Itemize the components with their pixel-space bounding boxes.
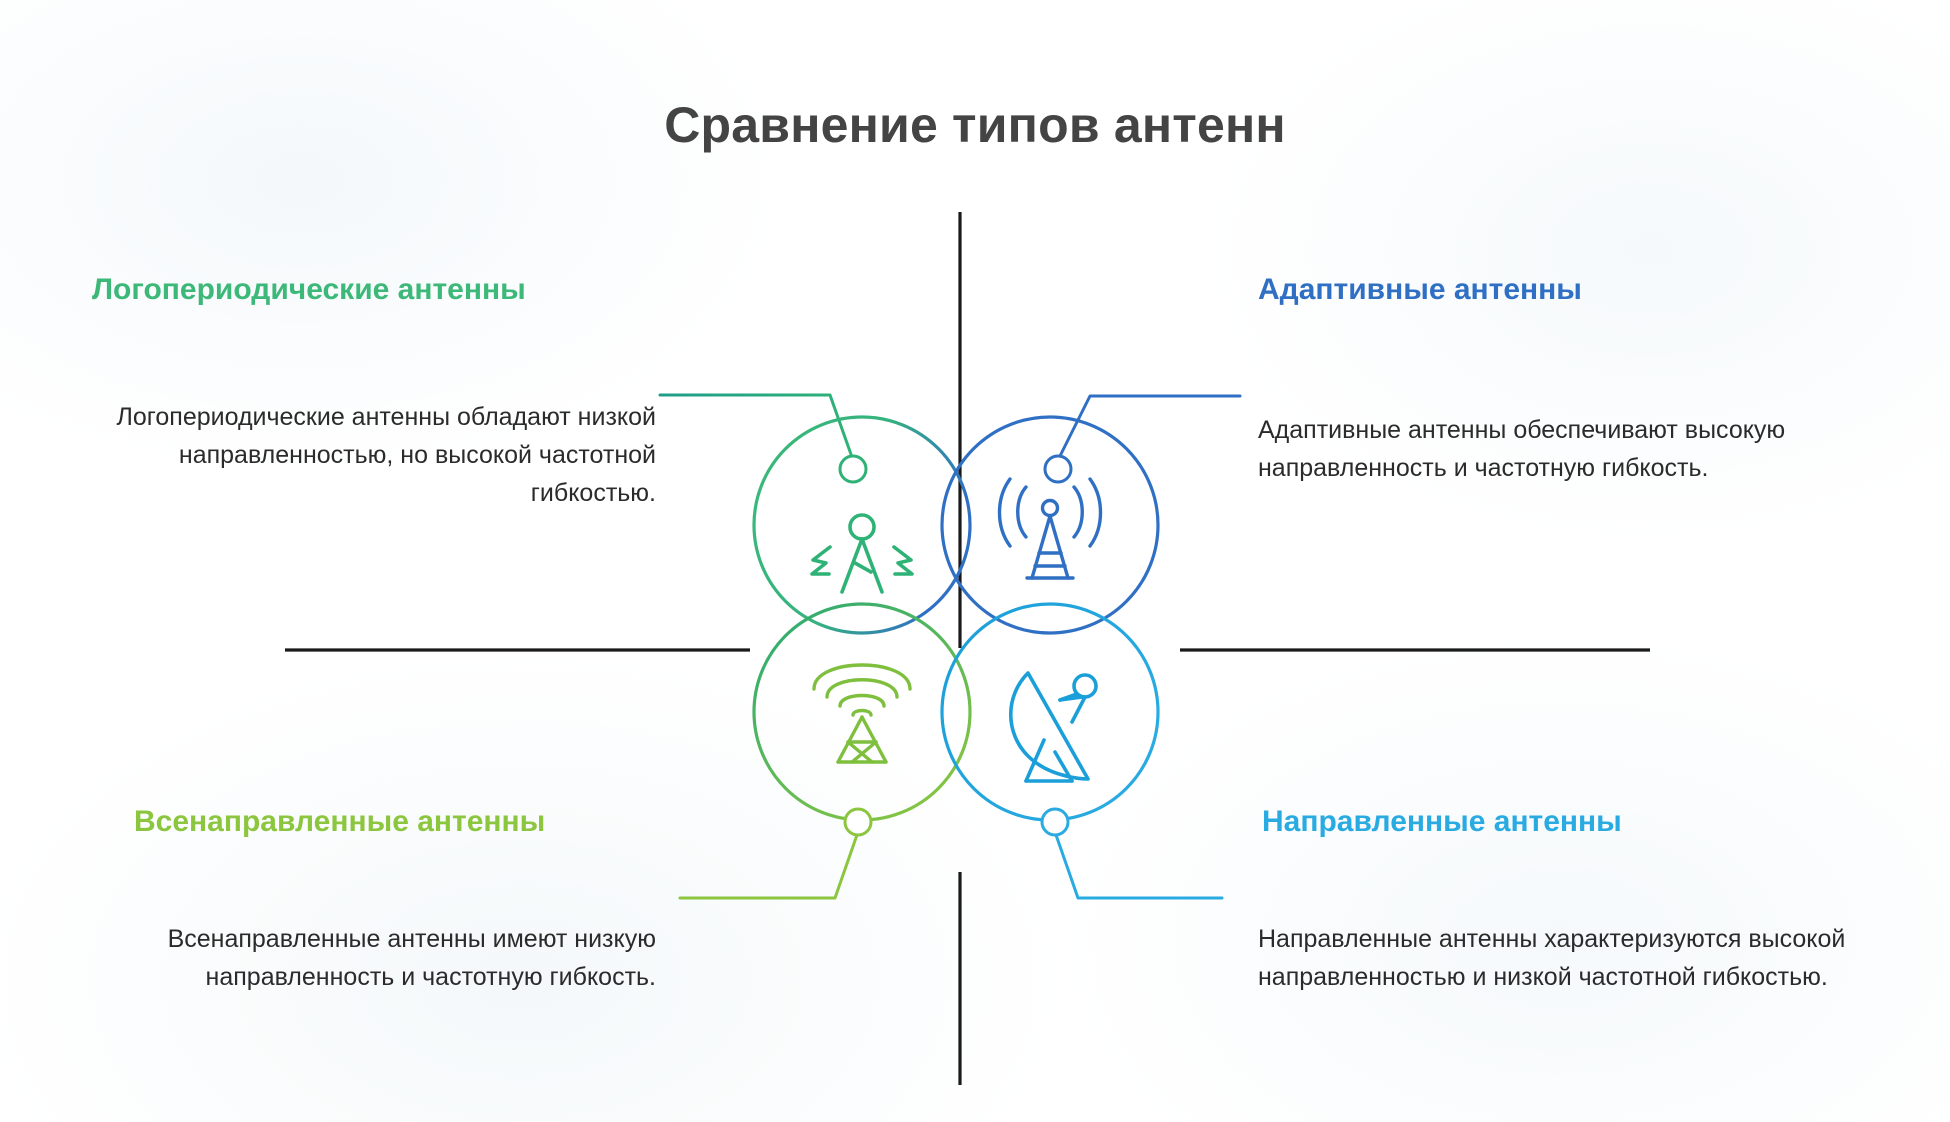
satellite-dish-icon [1009, 671, 1098, 783]
body-omnidirectional: Всенаправленные антенны имеют низкую нап… [167, 925, 656, 991]
leader-line-log-periodic [658, 393, 855, 462]
node-adaptive [1043, 454, 1073, 484]
heading-log-periodic: Логопериодические антенны [92, 273, 526, 306]
leader-line-directional [1053, 830, 1224, 900]
circle-omnidirectional [752, 602, 972, 822]
circle-directional [940, 602, 1160, 822]
body-adaptive: Адаптивные антенны обеспечивают высокую … [1258, 416, 1786, 482]
omnidirectional-tower-icon [812, 663, 912, 764]
body-directional: Направленные антенны характеризуются выс… [1258, 925, 1846, 991]
circle-log-periodic [752, 415, 972, 635]
body-log-periodic: Логопериодические антенны обладают низко… [116, 403, 657, 507]
node-log-periodic [838, 454, 868, 484]
heading-omnidirectional: Всенаправленные антенны [134, 805, 546, 838]
heading-directional: Направленные антенны [1262, 805, 1622, 838]
node-directional [1040, 807, 1070, 837]
page-title: Сравнение типов антенн [664, 97, 1286, 153]
circle-group [752, 415, 1160, 822]
leader-lines [658, 393, 1242, 900]
log-periodic-antenna-icon [810, 513, 914, 594]
broadcast-tower-antenna-icon [997, 477, 1103, 580]
circle-adaptive [940, 415, 1160, 635]
heading-adaptive: Адаптивные антенны [1258, 273, 1582, 306]
leader-line-adaptive [1056, 394, 1242, 462]
connector-nodes [838, 454, 1073, 837]
leader-line-omnidirectional [678, 830, 860, 900]
node-omnidirectional [843, 807, 873, 837]
